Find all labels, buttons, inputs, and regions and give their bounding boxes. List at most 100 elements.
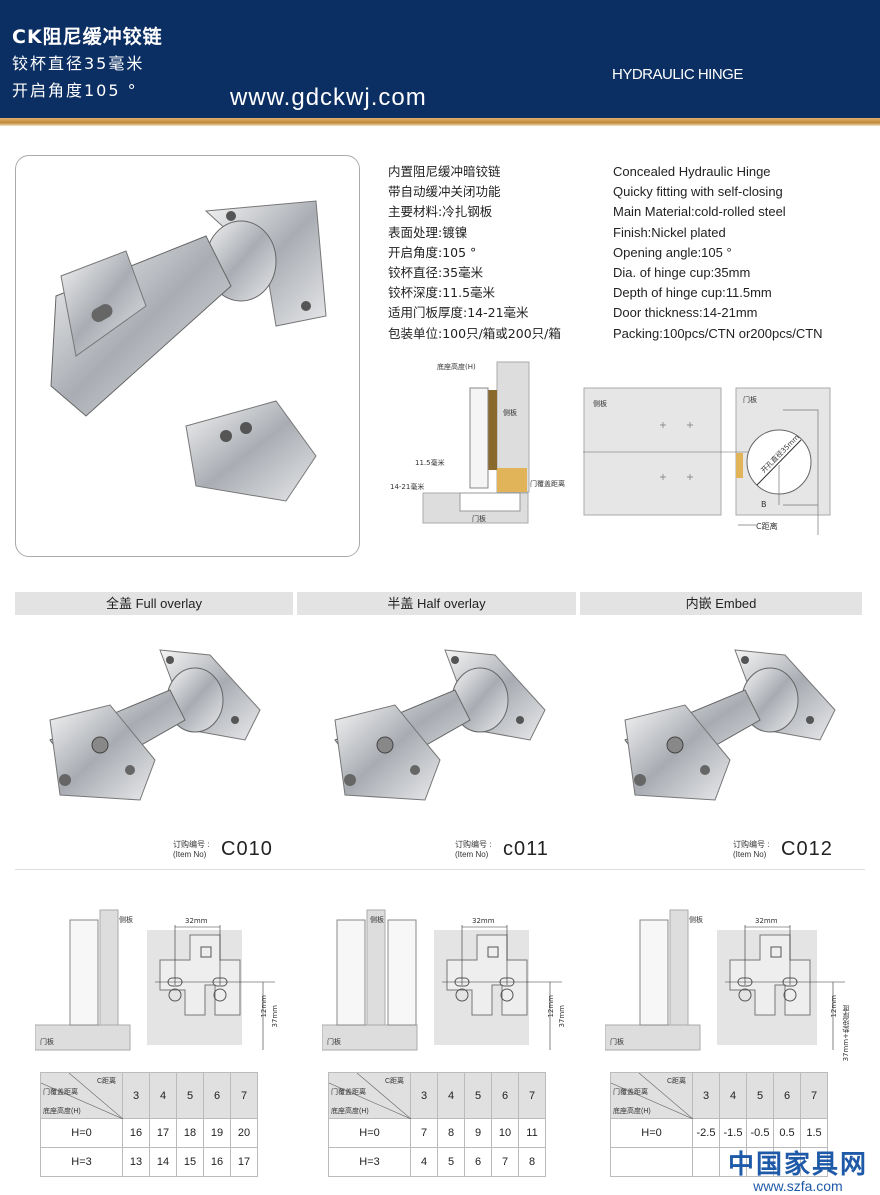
door-thickness-label: 14-21毫米 — [390, 483, 425, 491]
corner-cell: C距离 门覆盖距离 底座高度(H) — [40, 1072, 123, 1119]
table-cell: 10 — [491, 1118, 519, 1148]
b-label: B — [761, 500, 767, 509]
spec-line: 内置阻尼缓冲暗铰链 — [388, 164, 501, 179]
door-label: 门板 — [472, 515, 486, 523]
mounting-diagram-embed: 侧板 门板 32mm 12mm 37mm+垫块厚度 — [605, 905, 855, 1061]
item-label-cn: 订购编号 — [733, 840, 765, 849]
row-label: H=0 — [610, 1118, 693, 1148]
side-panel-label: 侧板 — [370, 916, 384, 924]
opening-angle-subtitle: 开启角度105 ° — [12, 81, 138, 100]
hinge-image — [49, 649, 261, 801]
spec-line: 包装单位:100只/箱或200只/箱 — [388, 325, 561, 341]
tab-embed: 内嵌 Embed — [580, 592, 862, 615]
spec-line: Packing:100pcs/CTN or200pcs/CTN — [613, 325, 823, 341]
tab-full-overlay: 全盖 Full overlay — [15, 592, 293, 615]
overlay-header: 门覆盖距离 — [613, 1089, 648, 1096]
table-cell: 7 — [491, 1147, 519, 1177]
side-panel-label: 侧板 — [689, 916, 703, 924]
table-cell: 18 — [176, 1118, 204, 1148]
c-distance-header: C距离 — [96, 1078, 116, 1085]
column-header: 4 — [719, 1072, 747, 1119]
row-label: H=0 — [328, 1118, 411, 1148]
table-cell: 0.5 — [773, 1118, 801, 1148]
overlay-label: 门覆盖距离 — [530, 480, 565, 488]
column-header: 7 — [230, 1072, 258, 1119]
cup-depth-label: 11.5毫米 — [415, 459, 445, 467]
table-cell: 1.5 — [800, 1118, 828, 1148]
overlay-header: 门覆盖距离 — [331, 1089, 366, 1096]
door-label: 门板 — [610, 1038, 624, 1046]
row-label — [610, 1147, 693, 1177]
column-header: 7 — [518, 1072, 546, 1119]
item-code: c011 — [503, 838, 549, 860]
side-panel-label: 侧板 — [503, 409, 517, 417]
spec-line: Dia. of hinge cup:35mm — [613, 265, 751, 281]
watermark-url: www.szfa.com — [753, 1178, 843, 1194]
mounting-diagram-drawing — [322, 909, 562, 1051]
spec-line: Finish:Nickel plated — [613, 224, 726, 240]
column-header: 3 — [692, 1072, 720, 1119]
table-cell: 20 — [230, 1118, 258, 1148]
column-header: 7 — [800, 1072, 828, 1119]
table-cell: 16 — [203, 1147, 231, 1177]
mounting-diagram-full: 侧板 门板 32mm 12mm 37mm — [35, 905, 285, 1055]
hinge-image-c011 — [305, 630, 565, 830]
header-banner — [0, 0, 880, 118]
item-code: C012 — [781, 838, 833, 860]
section-diagram-drawing — [422, 361, 530, 524]
door-label-2: 门板 — [743, 396, 757, 404]
spec-line: 铰杯直径:35毫米 — [388, 265, 484, 281]
table-cell: 5 — [437, 1147, 465, 1177]
table-cell: 16 — [122, 1118, 150, 1148]
spec-line: Main Material:cold-rolled steel — [613, 204, 786, 220]
side-panel-label: 侧板 — [119, 916, 133, 924]
product-photo — [15, 155, 360, 557]
column-header: 6 — [203, 1072, 231, 1119]
specs-chinese: 内置阻尼缓冲暗铰链带自动缓冲关闭功能主要材料:冷扎钢板表面处理:镀镍开启角度:1… — [388, 162, 561, 344]
column-header: 4 — [437, 1072, 465, 1119]
spec-line: 带自动缓冲关闭功能 — [388, 184, 501, 200]
row-label: H=3 — [40, 1147, 123, 1177]
divider — [15, 869, 865, 870]
hinge-image — [334, 649, 546, 801]
column-header: 6 — [491, 1072, 519, 1119]
item-label: 订购编号 :(Item No) — [455, 840, 492, 859]
website-link[interactable]: www.gdckwj.com — [230, 84, 427, 111]
spec-line: Opening angle:105 ° — [613, 244, 732, 260]
table-cell: 8 — [518, 1147, 546, 1177]
mounting-diagram-half: 侧板 门板 32mm 12mm 37mm — [322, 905, 572, 1055]
column-header: 5 — [746, 1072, 774, 1119]
drilling-diagram-drawing — [583, 387, 831, 535]
base-height-header: 底座高度(H) — [43, 1108, 81, 1115]
spec-line: 表面处理:镀镍 — [388, 224, 468, 240]
column-header: 5 — [176, 1072, 204, 1119]
side-panel-label-2: 侧板 — [593, 400, 607, 408]
table-cell: 15 — [176, 1147, 204, 1177]
dimension-37mm: 37mm — [271, 1005, 279, 1028]
dimension-12mm: 12mm — [547, 995, 555, 1018]
spacing-label: 32mm — [185, 917, 208, 925]
tab-half-overlay: 半盖 Half overlay — [297, 592, 576, 615]
c-distance-header: C距离 — [666, 1078, 686, 1085]
table-cell: -2.5 — [692, 1118, 720, 1148]
row-label: H=3 — [328, 1147, 411, 1177]
english-title: HYDRAULIC HINGE — [612, 66, 743, 83]
spec-line: 开启角度:105 ° — [388, 244, 477, 260]
item-label-en: (Item No) — [733, 850, 767, 859]
gold-stripe — [0, 118, 880, 126]
c-distance-label: C距离 — [756, 522, 778, 531]
table-cell: 4 — [410, 1147, 438, 1177]
hinge-image — [624, 649, 836, 801]
table-cell: 17 — [149, 1118, 177, 1148]
cup-diameter-subtitle: 铰杯直径35毫米 — [12, 54, 145, 73]
watermark: 中国家具网 www.szfa.com — [728, 1150, 868, 1194]
table-cell — [800, 1147, 828, 1177]
table-cell: 6 — [464, 1147, 492, 1177]
